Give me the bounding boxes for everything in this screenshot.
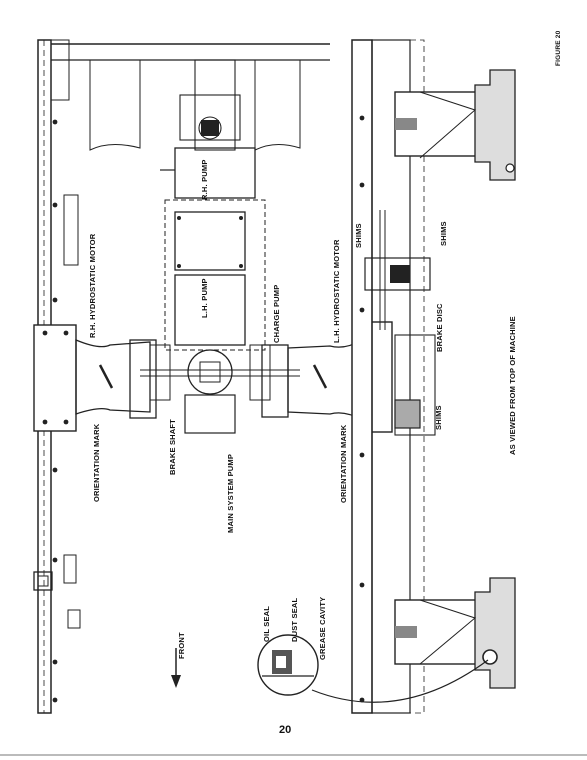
oil-seal-label: OIL SEAL: [262, 605, 271, 642]
pump-assembly: [140, 59, 300, 434]
shims-top-right-label: SHIMS: [439, 221, 448, 246]
orientation-mark-left-label: ORIENTATION MARK: [92, 423, 101, 502]
rh-motor-assembly: [33, 324, 157, 432]
front-label: FRONT: [177, 632, 186, 659]
figure-label: FIGURE 20: [555, 30, 562, 66]
grease-cavity-label: GREASE CAVITY: [318, 596, 327, 660]
shims-top-left-label: SHIMS: [354, 223, 363, 248]
shims-lower-label: SHIMS: [434, 405, 443, 430]
dust-seal-label: DUST SEAL: [290, 597, 299, 642]
top-wheel-hub: [394, 69, 516, 181]
rh-motor-label: R.H. HYDROSTATIC MOTOR: [88, 233, 97, 338]
front-arrow: [171, 648, 181, 688]
view-note-label: AS VIEWED FROM TOP OF MACHINE: [508, 316, 517, 455]
charge-pump-label: CHARGE PUMP: [272, 284, 281, 343]
lh-pump-label: L.H. PUMP: [200, 278, 209, 318]
right-frame: [351, 39, 425, 714]
top-crossmember: [51, 43, 330, 151]
bottom-wheel-hub: [394, 577, 516, 689]
brake-disc-label: BRAKE DISC: [435, 303, 444, 352]
rh-pump-label: R.H. PUMP: [200, 159, 209, 200]
brake-shaft-label: BRAKE SHAFT: [168, 419, 177, 475]
page-number: 20: [279, 724, 292, 736]
seal-detail-callout: [257, 634, 489, 703]
main-system-pump-label: MAIN SYSTEM PUMP: [226, 453, 235, 533]
lh-motor-label: L.H. HYDROSTATIC MOTOR: [332, 239, 341, 343]
orientation-mark-right-label: ORIENTATION MARK: [339, 424, 348, 503]
brake-disc-assembly: [364, 210, 436, 436]
